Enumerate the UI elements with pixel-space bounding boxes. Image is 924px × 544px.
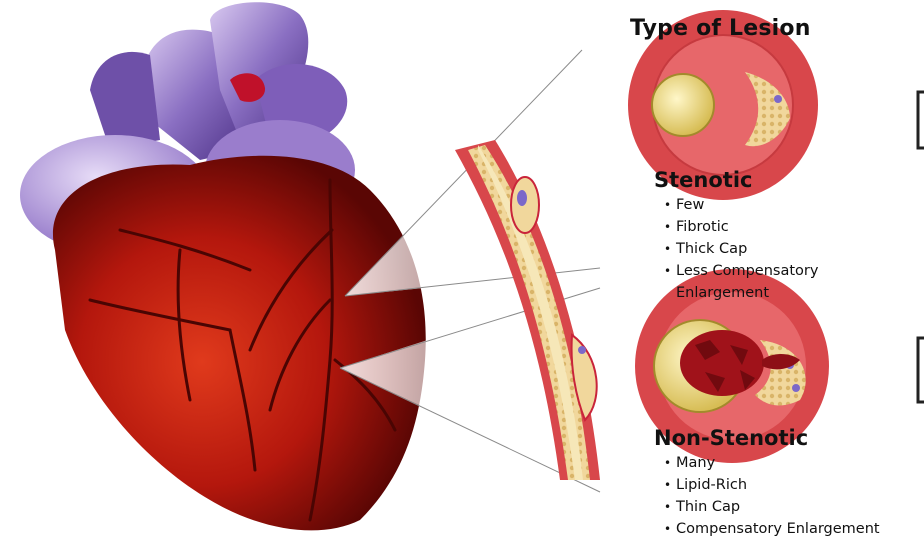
- list-item: Enlargement: [664, 282, 818, 304]
- list-item: •Thin Cap: [664, 496, 880, 518]
- nonstenotic-list: •Many •Lipid-Rich •Thin Cap •Compensator…: [664, 452, 880, 540]
- list-item: •Less Compensatory: [664, 260, 818, 282]
- heart: [53, 156, 426, 531]
- right-edge-bracket-top: [918, 92, 924, 148]
- list-item: •Compensatory Enlargement: [664, 518, 880, 540]
- lipid-core: [680, 330, 764, 396]
- list-item: •Fibrotic: [664, 216, 818, 238]
- stenotic-list: •Few •Fibrotic •Thick Cap •Less Compensa…: [664, 194, 818, 304]
- list-item: •Few: [664, 194, 818, 216]
- list-item: •Thick Cap: [664, 238, 818, 260]
- list-item: •Lipid-Rich: [664, 474, 880, 496]
- nonstenotic-heading: Non-Stenotic: [654, 426, 808, 450]
- right-edge-bracket-bottom: [918, 338, 924, 402]
- diagram-title: Type of Lesion: [630, 16, 811, 41]
- stenotic-heading: Stenotic: [654, 168, 752, 192]
- stenotic-plaque-section: [511, 177, 539, 233]
- list-item: •Many: [664, 452, 880, 474]
